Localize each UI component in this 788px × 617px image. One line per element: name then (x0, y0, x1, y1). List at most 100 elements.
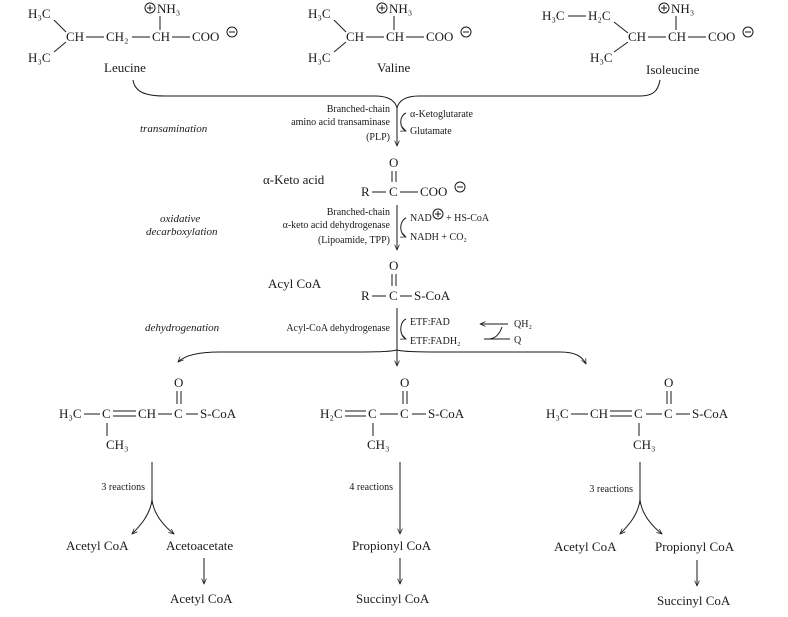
nad: NAD (410, 213, 432, 224)
isoleucine-name: Isoleucine (646, 62, 700, 77)
step-decarboxylation-label: decarboxylation (146, 226, 218, 238)
bond (53, 41, 67, 53)
q: Q (514, 335, 522, 346)
nadh-co2: NADH + CO₂ (410, 232, 467, 243)
step-transamination-label: transamination (140, 123, 208, 135)
merge-brace (132, 79, 661, 109)
split-arrow-right (151, 499, 174, 534)
acyl-o: O (389, 258, 398, 273)
side-arrow (401, 217, 406, 238)
left-o: O (174, 375, 183, 390)
side-arrow (401, 318, 406, 340)
split-arrow-right (639, 499, 662, 534)
isoleucine-h3c-bottom: H₃C (590, 50, 613, 65)
dehydrogenase-enzyme-line1: Branched-chain (327, 207, 390, 218)
isoleucine-nh3: NH₃ (671, 1, 694, 16)
acyl-r: R (361, 288, 370, 303)
keto-o: O (389, 155, 398, 170)
right-ch: CH (590, 406, 608, 421)
valine-h3c-bottom: H₃C (308, 50, 331, 65)
right-c2: C (664, 406, 673, 421)
right-o: O (664, 375, 673, 390)
step-dehydrogenation-label: dehydrogenation (145, 322, 220, 334)
middle-h2c: H₂C (320, 406, 343, 421)
right-c1: C (634, 406, 643, 421)
middle-propionyl-coa: Propionyl CoA (352, 538, 432, 553)
split-arrow-left (132, 499, 153, 534)
bond (53, 19, 67, 33)
middle-o: O (400, 375, 409, 390)
left-product-structure: H₃C C CH C O S-CoA CH₃ 3 reactions Acety… (59, 375, 237, 606)
valine-nh3: NH₃ (389, 1, 412, 16)
isoleucine-ch: CH (628, 29, 646, 44)
leucine-h3c-bottom: H₃C (28, 50, 51, 65)
minus-charge-icon (226, 26, 238, 38)
left-final-acetyl-coa: Acetyl CoA (170, 591, 233, 606)
split-arrow-left (620, 499, 641, 534)
acyl-coa-name: Acyl CoA (268, 276, 322, 291)
etf-fad: ETF:FAD (410, 317, 450, 328)
step-oxidative-label: oxidative (160, 213, 200, 225)
valine-ch: CH (346, 29, 364, 44)
side-arrow (401, 112, 406, 132)
leucine-structure: H₃C H₃C CH CH₂ CH NH₃ COO Leucine (28, 1, 238, 75)
keto-c: C (389, 184, 398, 199)
right-h3c: H₃C (546, 406, 569, 421)
dehydrogenation-step: dehydrogenation Acyl-CoA dehydrogenase E… (145, 308, 587, 366)
minus-charge-icon (454, 181, 466, 193)
isoleucine-ch-alpha: CH (668, 29, 686, 44)
acyl-c: C (389, 288, 398, 303)
acyl-coa-dehydrogenase: Acyl-CoA dehydrogenase (286, 323, 390, 334)
keto-acid-structure: α-Keto acid O R C COO (263, 155, 466, 199)
branch-right-arrow (396, 349, 587, 364)
plus-charge-icon (376, 2, 388, 14)
leucine-ch-alpha: CH (152, 29, 170, 44)
leucine-ch: CH (66, 29, 84, 44)
transamination-step: transamination Branched-chain amino acid… (140, 104, 474, 146)
right-succinyl-coa: Succinyl CoA (657, 593, 731, 608)
isoleucine-h3c: H₃C (542, 8, 565, 23)
middle-scoa: S-CoA (428, 406, 465, 421)
plus-charge-icon (144, 2, 156, 14)
decarboxylation-step: oxidative decarboxylation Branched-chain… (146, 205, 490, 250)
qh2: QH₂ (514, 319, 532, 330)
etf-fadh2: ETF:FADH₂ (410, 336, 461, 347)
cycle-arc (487, 326, 503, 340)
left-acetyl-coa: Acetyl CoA (66, 538, 129, 553)
minus-charge-icon (742, 26, 754, 38)
valine-coo: COO (426, 29, 453, 44)
left-ch3: CH₃ (106, 437, 129, 452)
keto-r: R (361, 184, 370, 199)
hs-coa: + HS-CoA (446, 213, 490, 224)
minus-charge-icon (460, 26, 472, 38)
leucine-name: Leucine (104, 60, 146, 75)
isoleucine-h2c: H₂C (588, 8, 611, 23)
middle-product-structure: H₂C C C O S-CoA CH₃ 4 reactions Propiony… (320, 375, 465, 606)
left-h3c: H₃C (59, 406, 82, 421)
valine-h3c-top: H₃C (308, 6, 331, 21)
right-scoa: S-CoA (692, 406, 729, 421)
valine-ch-alpha: CH (386, 29, 404, 44)
transaminase-enzyme-line2: amino acid transaminase (291, 117, 390, 128)
leucine-ch2: CH₂ (106, 29, 129, 44)
left-c2: C (174, 406, 183, 421)
left-ch: CH (138, 406, 156, 421)
keto-coo: COO (420, 184, 447, 199)
middle-c1: C (368, 406, 377, 421)
acyl-coa-structure: Acyl CoA O R C S-CoA (268, 258, 451, 303)
glutamate: Glutamate (410, 126, 452, 137)
left-c1: C (102, 406, 111, 421)
right-product-structure: H₃C CH C C O S-CoA CH₃ 3 reactions Acety… (546, 375, 735, 608)
middle-ch3: CH₃ (367, 437, 390, 452)
transaminase-enzyme-line1: Branched-chain (327, 104, 390, 115)
middle-c2: C (400, 406, 409, 421)
right-ch3: CH₃ (633, 437, 656, 452)
isoleucine-coo: COO (708, 29, 735, 44)
alpha-ketoglutarate: α-Ketoglutarate (410, 109, 474, 120)
plus-charge-icon (432, 208, 444, 220)
transaminase-cofactor: (PLP) (366, 132, 390, 143)
middle-reactions: 4 reactions (349, 482, 393, 493)
acyl-scoa: S-CoA (414, 288, 451, 303)
leucine-coo: COO (192, 29, 219, 44)
